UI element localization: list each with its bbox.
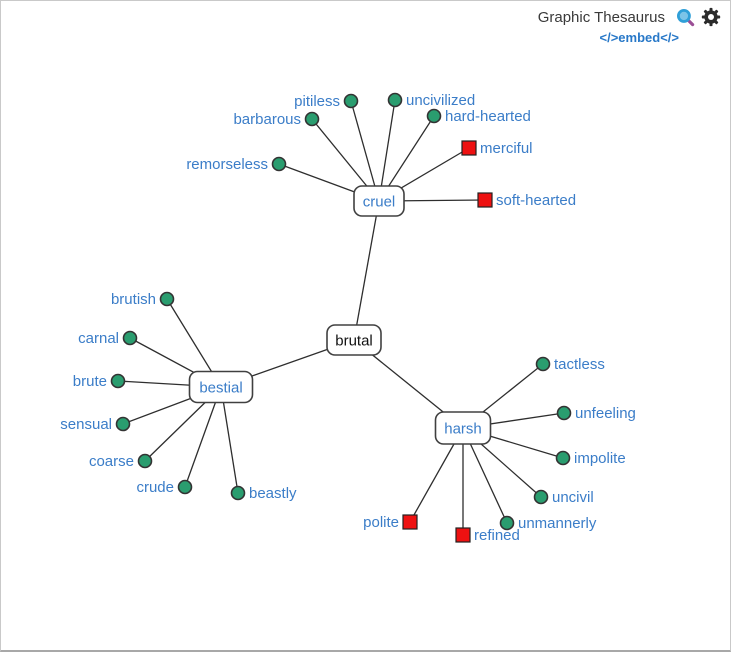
- leaf-label-crude[interactable]: crude: [136, 479, 174, 496]
- synonym-marker-unfeeling[interactable]: [556, 405, 572, 421]
- antonym-marker-merciful[interactable]: [461, 140, 477, 156]
- edge-brutal-cruel: [353, 200, 380, 341]
- leaf-brute[interactable]: brute: [73, 373, 126, 390]
- leaf-carnal[interactable]: carnal: [78, 330, 138, 347]
- search-icon-glyph: [676, 8, 694, 26]
- leaf-barbarous[interactable]: barbarous: [233, 111, 320, 128]
- edge-cruel-uncivilized: [378, 99, 396, 202]
- leaf-sensual[interactable]: sensual: [60, 416, 131, 433]
- search-icon[interactable]: [675, 7, 695, 27]
- app-title: Graphic Thesaurus: [537, 8, 665, 26]
- node-label-cruel[interactable]: cruel: [363, 194, 396, 211]
- leaf-label-impolite[interactable]: impolite: [574, 450, 626, 467]
- leaf-pitiless[interactable]: pitiless: [294, 93, 359, 110]
- leaf-impolite[interactable]: impolite: [555, 450, 626, 467]
- leaf-label-uncivilized[interactable]: uncivilized: [406, 92, 475, 109]
- leaf-label-brute[interactable]: brute: [73, 373, 107, 390]
- leaf-merciful[interactable]: merciful: [461, 140, 533, 157]
- leaf-label-barbarous[interactable]: barbarous: [233, 111, 301, 128]
- leaf-label-unfeeling[interactable]: unfeeling: [575, 405, 636, 422]
- synonym-marker-brute[interactable]: [110, 373, 126, 389]
- gear-icon[interactable]: [701, 7, 721, 27]
- synonym-marker-beastly[interactable]: [230, 485, 246, 501]
- leaf-polite[interactable]: polite: [363, 514, 418, 531]
- synonym-marker-crude[interactable]: [177, 479, 193, 495]
- synonym-marker-unmannerly[interactable]: [499, 515, 515, 531]
- synonym-marker-remorseless[interactable]: [271, 156, 287, 172]
- edge-bestial-crude: [184, 386, 222, 488]
- leaf-crude[interactable]: crude: [136, 479, 193, 496]
- node-bestial[interactable]: bestial: [188, 370, 254, 404]
- leaf-coarse[interactable]: coarse: [89, 453, 153, 470]
- edge-bestial-beastly: [220, 386, 239, 494]
- antonym-marker-refined[interactable]: [455, 527, 471, 543]
- node-label-brutal[interactable]: brutal: [335, 333, 373, 350]
- node-label-harsh[interactable]: harsh: [444, 421, 482, 438]
- node-box-cruel[interactable]: [353, 185, 405, 217]
- leaf-tactless[interactable]: tactless: [535, 356, 605, 373]
- synonym-marker-coarse[interactable]: [137, 453, 153, 469]
- leaf-label-beastly[interactable]: beastly: [249, 485, 297, 502]
- node-box-brutal[interactable]: [326, 324, 382, 356]
- leaf-unfeeling[interactable]: unfeeling: [556, 405, 636, 422]
- node-harsh[interactable]: harsh: [434, 411, 492, 445]
- leaf-label-unmannerly[interactable]: unmannerly: [518, 515, 597, 532]
- leaf-label-hard-hearted[interactable]: hard-hearted: [445, 108, 531, 125]
- synonym-marker-sensual[interactable]: [115, 416, 131, 432]
- leaf-unmannerly[interactable]: unmannerly: [499, 515, 597, 532]
- embed-link[interactable]: </>embed</>: [599, 30, 680, 45]
- synonym-marker-tactless[interactable]: [535, 356, 551, 372]
- leaf-uncivil[interactable]: uncivil: [533, 489, 594, 506]
- header-row: Graphic Thesaurus: [538, 7, 721, 27]
- leaf-label-polite[interactable]: polite: [363, 514, 399, 531]
- leaf-label-remorseless[interactable]: remorseless: [186, 156, 268, 173]
- antonym-marker-polite[interactable]: [402, 514, 418, 530]
- node-label-bestial[interactable]: bestial: [199, 380, 242, 397]
- leaf-label-uncivil[interactable]: uncivil: [552, 489, 594, 506]
- leaf-beastly[interactable]: beastly: [230, 485, 298, 502]
- gear-icon-glyph: [701, 7, 721, 27]
- synonym-marker-barbarous[interactable]: [304, 111, 320, 127]
- leaf-label-refined[interactable]: refined: [474, 527, 520, 544]
- leaf-label-coarse[interactable]: coarse: [89, 453, 134, 470]
- node-box-bestial[interactable]: [188, 370, 254, 404]
- edge-cruel-pitiless: [350, 100, 380, 202]
- synonym-marker-uncivil[interactable]: [533, 489, 549, 505]
- leaf-uncivilized[interactable]: uncivilized: [387, 92, 476, 109]
- node-cruel[interactable]: cruel: [353, 185, 405, 217]
- leaf-label-pitiless[interactable]: pitiless: [294, 93, 340, 110]
- leaf-label-brutish[interactable]: brutish: [111, 291, 156, 308]
- leaf-refined[interactable]: refined: [455, 527, 520, 544]
- synonym-marker-carnal[interactable]: [122, 330, 138, 346]
- leaf-label-soft-hearted[interactable]: soft-hearted: [496, 192, 576, 209]
- leaf-hard-hearted[interactable]: hard-hearted: [426, 108, 531, 125]
- edges-layer: [117, 99, 565, 535]
- leaf-label-merciful[interactable]: merciful: [480, 140, 533, 157]
- leaf-label-sensual[interactable]: sensual: [60, 416, 112, 433]
- synonym-marker-uncivilized[interactable]: [387, 92, 403, 108]
- synonym-marker-hard-hearted[interactable]: [426, 108, 442, 124]
- synonym-marker-pitiless[interactable]: [343, 93, 359, 109]
- leaf-brutish[interactable]: brutish: [111, 291, 175, 308]
- node-box-harsh[interactable]: [434, 411, 492, 445]
- leaf-remorseless[interactable]: remorseless: [186, 156, 287, 173]
- leaf-label-tactless[interactable]: tactless: [554, 356, 605, 373]
- header: Graphic Thesaurus: [538, 7, 721, 45]
- synonym-marker-brutish[interactable]: [159, 291, 175, 307]
- antonym-marker-soft-hearted[interactable]: [477, 192, 493, 208]
- node-brutal[interactable]: brutal: [326, 324, 382, 356]
- synonym-marker-impolite[interactable]: [555, 450, 571, 466]
- leaf-soft-hearted[interactable]: soft-hearted: [477, 192, 576, 209]
- leaf-label-carnal[interactable]: carnal: [78, 330, 119, 347]
